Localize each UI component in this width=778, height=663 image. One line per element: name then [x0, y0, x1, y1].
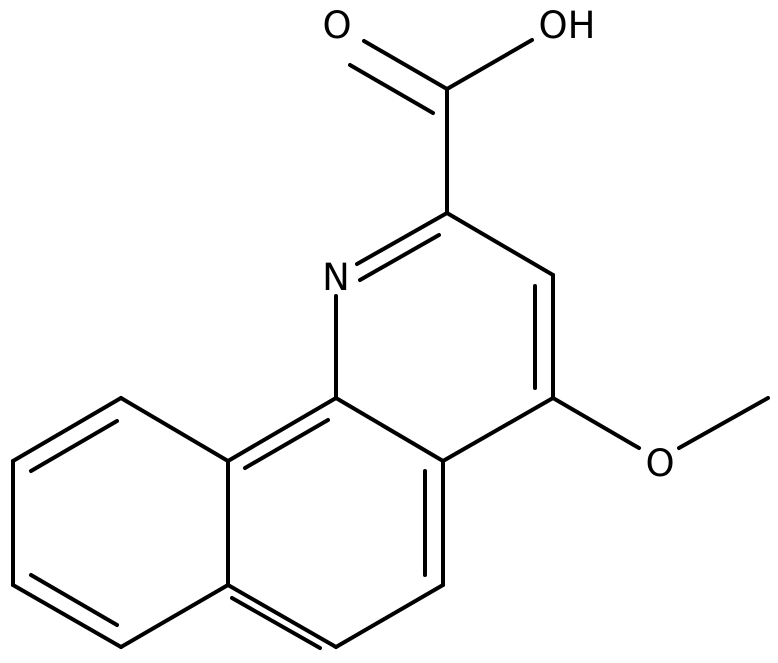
- bond-c2-n-inner: [358, 233, 441, 282]
- bond-c10-c9-inner: [29, 419, 119, 473]
- bond-c5-c6: [334, 583, 445, 649]
- bond-c2-n: [355, 211, 449, 266]
- bond-carbonyl-double-2: [348, 63, 435, 115]
- bond-c2-c3: [445, 211, 555, 277]
- atom-label-methoxy-oxygen: O: [645, 442, 674, 485]
- bond-c10b-c10a: [226, 396, 338, 463]
- bond-c8-c7: [11, 583, 123, 649]
- bond-o-ch3: [677, 396, 770, 450]
- bond-c10-c9: [11, 396, 123, 463]
- atom-label-nitrogen: N: [322, 256, 350, 299]
- bond-c4-o-methoxy: [551, 396, 641, 450]
- atom-label-hydroxyl: OH: [539, 4, 596, 47]
- bond-c8-c7-inner: [29, 573, 119, 627]
- bond-carbonyl-double-1: [362, 39, 449, 91]
- bond-carboxyl-c-to-oh: [445, 38, 534, 91]
- bond-c10b-c10a-inner: [243, 418, 330, 470]
- bond-c4a-c10b: [334, 396, 445, 463]
- atom-label-carbonyl-oxygen: O: [322, 4, 351, 47]
- bond-c4-c4a: [441, 396, 555, 463]
- bond-c6a-c6-inner: [230, 596, 322, 650]
- bond-c6-c6a: [226, 583, 338, 649]
- bond-c7-c6a: [119, 583, 230, 649]
- bond-c10a-c10: [119, 396, 230, 463]
